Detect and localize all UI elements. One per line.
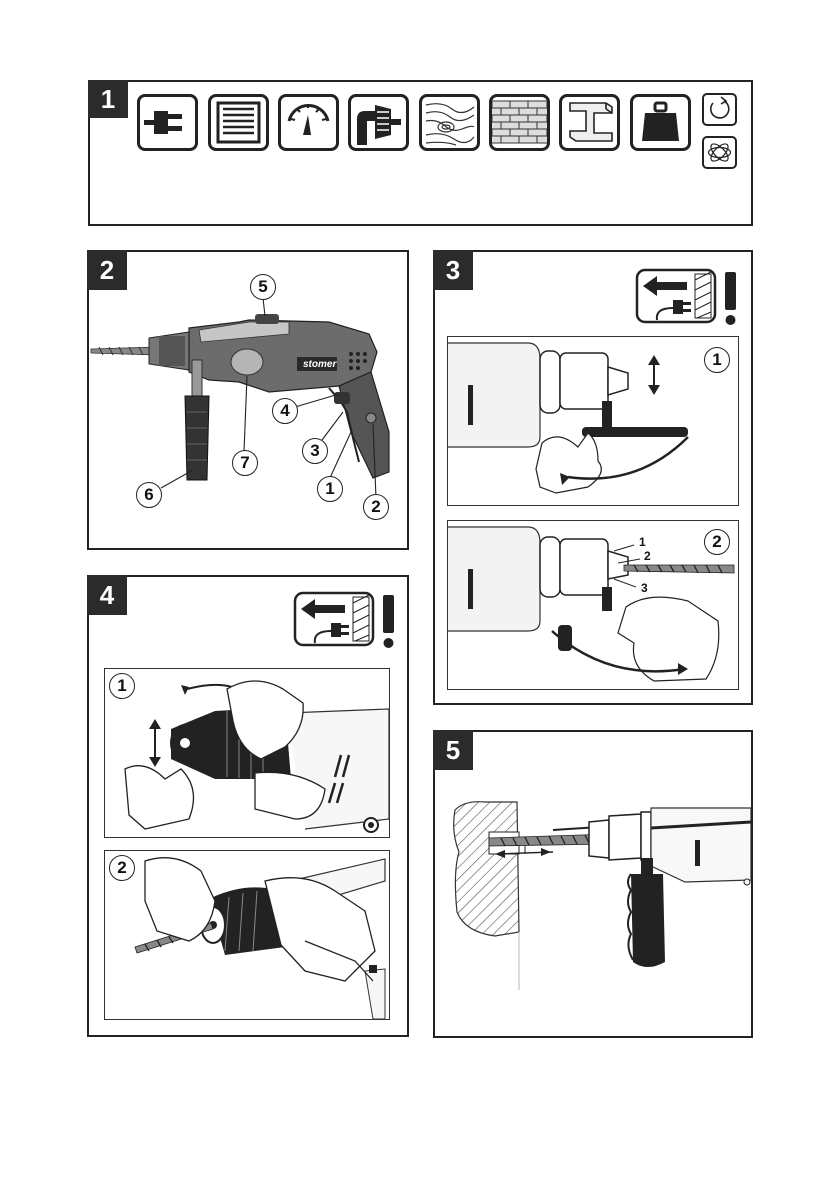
callout-5: 5 bbox=[250, 274, 276, 300]
panel-4-keyless-chuck: 4 1 bbox=[87, 575, 409, 1037]
panel-3-number: 3 bbox=[433, 250, 473, 290]
drill-illustration bbox=[89, 252, 407, 548]
step-4-1-frame: 1 bbox=[104, 668, 390, 838]
step-4-2-frame: 2 bbox=[104, 850, 390, 1020]
wood-icon bbox=[419, 94, 480, 151]
callout-1: 1 bbox=[317, 476, 343, 502]
steel-beam-icon bbox=[559, 94, 620, 151]
bit-label-3: 3 bbox=[641, 581, 648, 595]
rotation-icon bbox=[702, 93, 737, 126]
panel-2-drill-overview: 2 stomer bbox=[87, 250, 409, 550]
depth-stop-illustration bbox=[435, 732, 751, 1036]
callout-3: 3 bbox=[302, 438, 328, 464]
plug-icon bbox=[137, 94, 198, 151]
unplug-warning-icon bbox=[635, 268, 745, 328]
step-4-2-label: 2 bbox=[109, 855, 135, 881]
bit-label-1: 1 bbox=[639, 535, 646, 549]
step-3-2-label: 2 bbox=[704, 529, 730, 555]
callout-7: 7 bbox=[232, 450, 258, 476]
unplug-warning-icon bbox=[293, 591, 403, 651]
open-keyless-chuck-illustration bbox=[105, 669, 389, 837]
gauge-icon bbox=[278, 94, 339, 151]
callout-4: 4 bbox=[272, 398, 298, 424]
bit-label-2: 2 bbox=[644, 549, 651, 563]
step-4-1-label: 1 bbox=[109, 673, 135, 699]
brick-icon bbox=[489, 94, 550, 151]
panel-3-chuck-key: 3 1 bbox=[433, 250, 753, 705]
callout-2: 2 bbox=[363, 494, 389, 520]
tighten-keyless-chuck-illustration bbox=[105, 851, 389, 1019]
brand-label: stomer bbox=[303, 359, 336, 370]
step-3-2-frame: 2 1 2 3 bbox=[447, 520, 739, 690]
chuck-icon bbox=[348, 94, 409, 151]
step-3-1-frame: 1 bbox=[447, 336, 739, 506]
panel-4-number: 4 bbox=[87, 575, 127, 615]
insert-bit-illustration bbox=[448, 521, 738, 689]
step-3-1-label: 1 bbox=[704, 347, 730, 373]
panel-1-number: 1 bbox=[88, 80, 128, 118]
panel-5-depth-stop: 5 bbox=[433, 730, 753, 1038]
panel-1-specifications: 1 bbox=[88, 80, 753, 226]
weight-icon bbox=[630, 94, 691, 151]
callout-6: 6 bbox=[136, 482, 162, 508]
chuck-key-tighten-illustration bbox=[448, 337, 738, 505]
vibration-icon bbox=[702, 136, 737, 169]
motor-icon bbox=[208, 94, 269, 151]
